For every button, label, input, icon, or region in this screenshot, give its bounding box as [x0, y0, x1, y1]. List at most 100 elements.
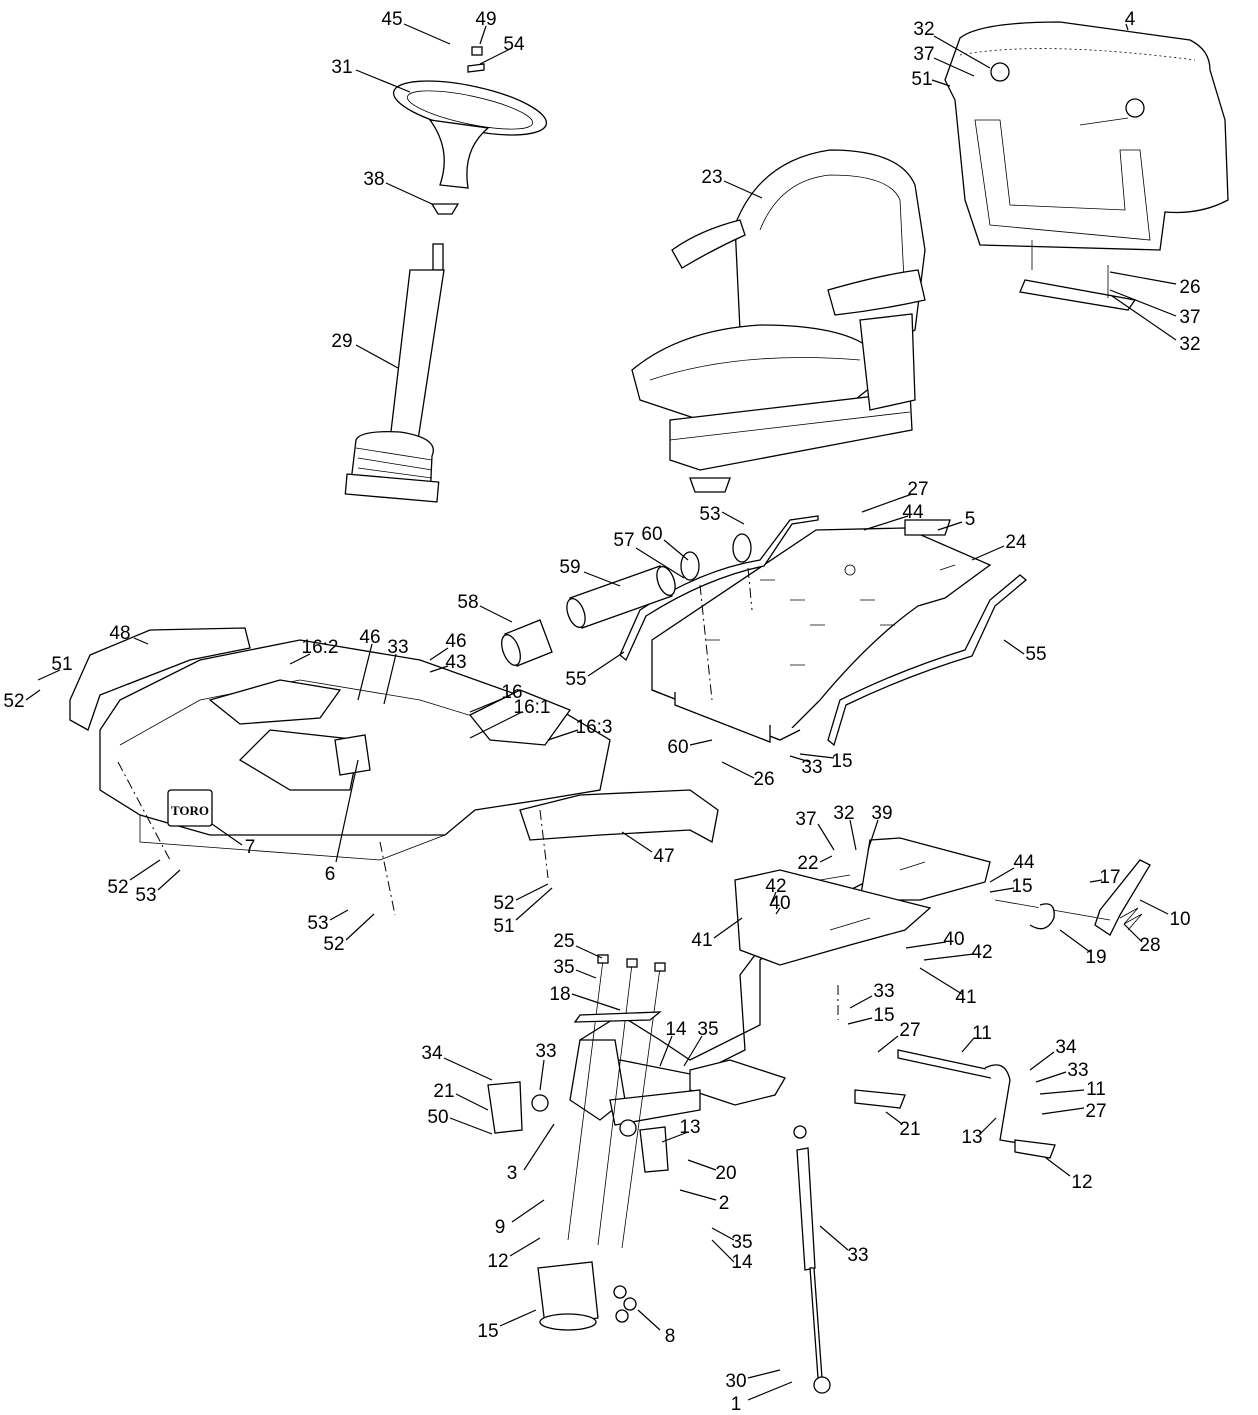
callout-label-52: 22	[797, 853, 818, 874]
steering-cap	[467, 46, 485, 73]
callout-label-26: 26	[753, 769, 774, 790]
callout-leader-39	[547, 729, 579, 741]
callout-label-7: 32	[913, 19, 934, 40]
callout-label-40: 7	[245, 837, 256, 858]
callout-label-56: 44	[1013, 852, 1035, 873]
callout-label-17: 5	[965, 509, 976, 530]
callout-leader-69	[683, 1035, 703, 1067]
callout-leader-53	[769, 891, 777, 907]
callout-label-65: 25	[553, 931, 574, 952]
callout-label-93: 33	[847, 1245, 868, 1266]
callout-label-59: 10	[1169, 909, 1190, 930]
callout-label-95: 8	[665, 1326, 676, 1347]
callout-label-35: 46	[445, 631, 466, 652]
column-boot	[430, 203, 460, 215]
callout-label-39: 16:3	[576, 717, 613, 738]
callout-leader-96	[747, 1369, 781, 1379]
callout-label-47: 51	[493, 916, 514, 937]
callout-label-22: 58	[457, 592, 478, 613]
callout-leader-90	[509, 1237, 541, 1257]
callout-label-8: 37	[913, 44, 934, 65]
callout-label-85: 2	[719, 1193, 730, 1214]
callout-label-53: 42	[765, 876, 786, 897]
callout-leader-84	[687, 1159, 717, 1171]
brake-linkage	[854, 1049, 1056, 1159]
steering-valve	[537, 1261, 637, 1331]
callout-label-49: 37	[795, 809, 816, 830]
callout-label-67: 18	[549, 984, 570, 1005]
callout-leader-62	[905, 941, 947, 949]
callout-leader-1	[479, 25, 487, 45]
callout-leader-55	[713, 917, 743, 939]
callout-label-44: 53	[307, 913, 328, 934]
callout-leader-27	[789, 755, 811, 763]
callout-label-84: 20	[715, 1163, 736, 1184]
callout-leader-3	[355, 69, 411, 93]
callout-label-96: 30	[725, 1371, 746, 1392]
callout-leader-64	[919, 967, 963, 995]
callout-label-66: 35	[553, 957, 574, 978]
callout-leader-72	[877, 1035, 899, 1053]
callout-label-37: 16	[501, 682, 522, 703]
callout-leader-76	[1039, 1089, 1085, 1095]
callout-label-91: 35	[731, 1232, 752, 1253]
callout-leader-25	[689, 739, 713, 746]
hood-handle-right	[519, 789, 719, 843]
callout-label-1: 49	[475, 9, 496, 30]
callout-label-64: 41	[955, 987, 976, 1008]
callout-leader-34	[383, 653, 397, 705]
cylinder-tube	[566, 565, 676, 629]
steering-wheel	[392, 80, 548, 189]
callout-label-33: 46	[359, 627, 380, 648]
callout-leader-71	[847, 1017, 873, 1025]
callout-leader-16	[863, 515, 909, 531]
callout-leader-18	[971, 545, 1005, 561]
callout-label-48: 47	[653, 846, 674, 867]
callout-label-70: 33	[873, 981, 894, 1002]
callout-label-80: 21	[433, 1081, 454, 1102]
callout-label-19: 60	[641, 524, 662, 545]
callout-label-18: 24	[1005, 532, 1027, 553]
callout-leader-47	[515, 887, 553, 921]
callout-label-5: 29	[331, 331, 352, 352]
callout-label-42: 52	[107, 877, 128, 898]
callout-leader-77	[1041, 1107, 1085, 1115]
seat-mount-plate	[651, 519, 992, 743]
callout-label-11: 26	[1179, 277, 1200, 298]
mounting-bolts	[567, 954, 666, 1249]
callout-label-92: 14	[731, 1252, 753, 1273]
callout-label-57: 15	[1011, 876, 1032, 897]
callout-leader-12	[1109, 289, 1177, 317]
seat-rail-right	[827, 574, 1028, 747]
callout-leader-10	[1125, 23, 1129, 31]
callout-label-29: 48	[109, 623, 130, 644]
callout-label-76: 11	[1086, 1079, 1106, 1100]
callout-leader-8	[933, 57, 975, 77]
tube-clamps	[680, 533, 752, 581]
callout-label-24: 55	[1025, 644, 1046, 665]
callout-leader-41	[335, 759, 359, 863]
pedal-frame	[579, 837, 991, 1106]
callout-leader-2	[479, 47, 513, 65]
callout-label-74: 34	[1055, 1037, 1077, 1058]
callout-leader-63	[923, 953, 975, 961]
callout-leader-67	[571, 993, 621, 1011]
callout-label-6: 23	[701, 167, 722, 188]
callout-leader-35	[429, 647, 449, 661]
callout-leader-14	[721, 511, 745, 525]
callout-label-4: 38	[363, 169, 384, 190]
callout-leader-5	[355, 344, 399, 369]
callout-label-0: 45	[381, 9, 402, 30]
callout-label-72: 27	[899, 1020, 920, 1041]
callout-leader-42	[129, 859, 161, 881]
callout-leader-31	[25, 689, 41, 701]
callout-label-16: 44	[902, 502, 924, 523]
callout-label-60: 19	[1085, 947, 1106, 968]
callout-label-77: 27	[1085, 1101, 1106, 1122]
callout-leader-13	[1111, 295, 1177, 341]
callout-leader-24	[1003, 639, 1025, 655]
callout-label-55: 41	[691, 930, 712, 951]
callout-label-87: 13	[961, 1127, 982, 1148]
callout-label-25: 60	[667, 737, 688, 758]
